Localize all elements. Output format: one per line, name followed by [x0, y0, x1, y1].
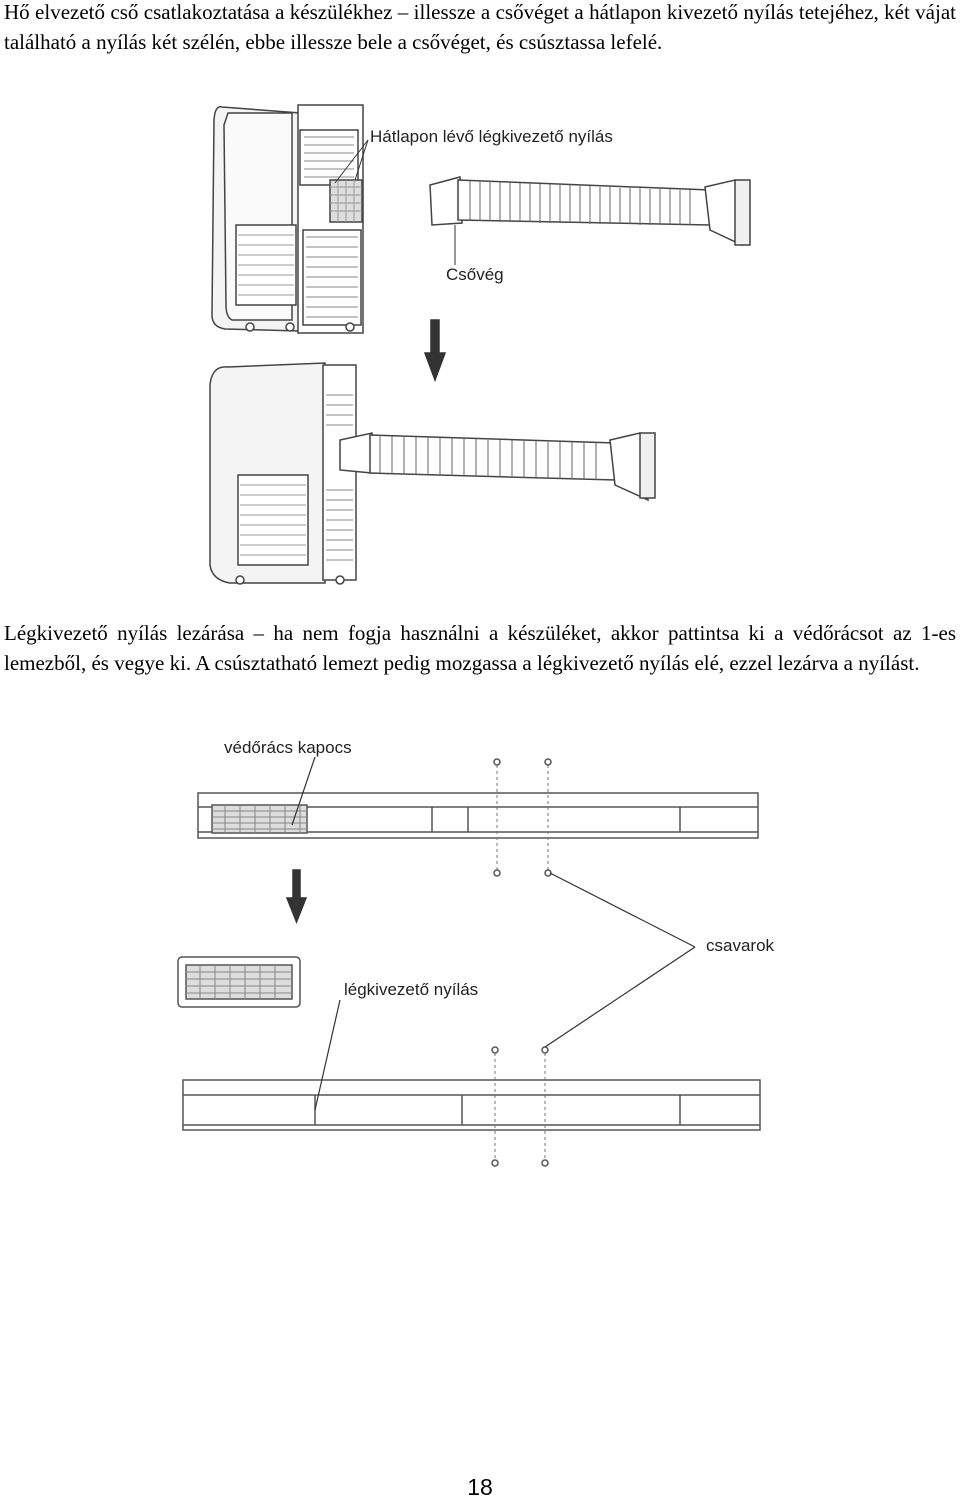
page-number: 18	[467, 1474, 493, 1500]
label-grille-clip: védőrács kapocs	[224, 738, 352, 757]
ac-unit-rear-view	[211, 104, 364, 334]
label-screws: csavarok	[706, 936, 775, 955]
paragraph-outlet-closing: Légkivezető nyílás lezárása – ha nem fog…	[4, 621, 956, 675]
window-slider-closed	[182, 1079, 761, 1131]
screw-icon	[493, 869, 501, 877]
exhaust-hose-detached	[429, 176, 751, 247]
paragraph-hose-connection: Hő elvezető cső csatlakoztatása a készül…	[4, 0, 956, 54]
screw-icon	[491, 1046, 499, 1054]
removed-grille	[177, 956, 301, 1008]
figure-outlet-closing: védőrács kapocs csavarok légkivezető nyí…	[177, 738, 775, 1167]
screw-icon	[541, 1159, 549, 1167]
screw-icon	[544, 758, 552, 766]
label-hose-end: Csővég	[446, 265, 504, 284]
down-arrow-icon	[285, 869, 308, 925]
label-air-outlet: légkivezető nyílás	[344, 980, 478, 999]
window-slider-with-grille	[197, 792, 759, 839]
down-arrow-icon	[423, 319, 447, 383]
ac-unit-with-hose	[209, 362, 656, 585]
screw-icon	[541, 1046, 549, 1054]
label-rear-outlet: Hátlapon lévő légkivezető nyílás	[370, 127, 613, 146]
figure-hose-connection: Hátlapon lévő légkivezető nyílás Csővég	[209, 104, 751, 585]
screw-icon	[491, 1159, 499, 1167]
screw-icon	[493, 758, 501, 766]
